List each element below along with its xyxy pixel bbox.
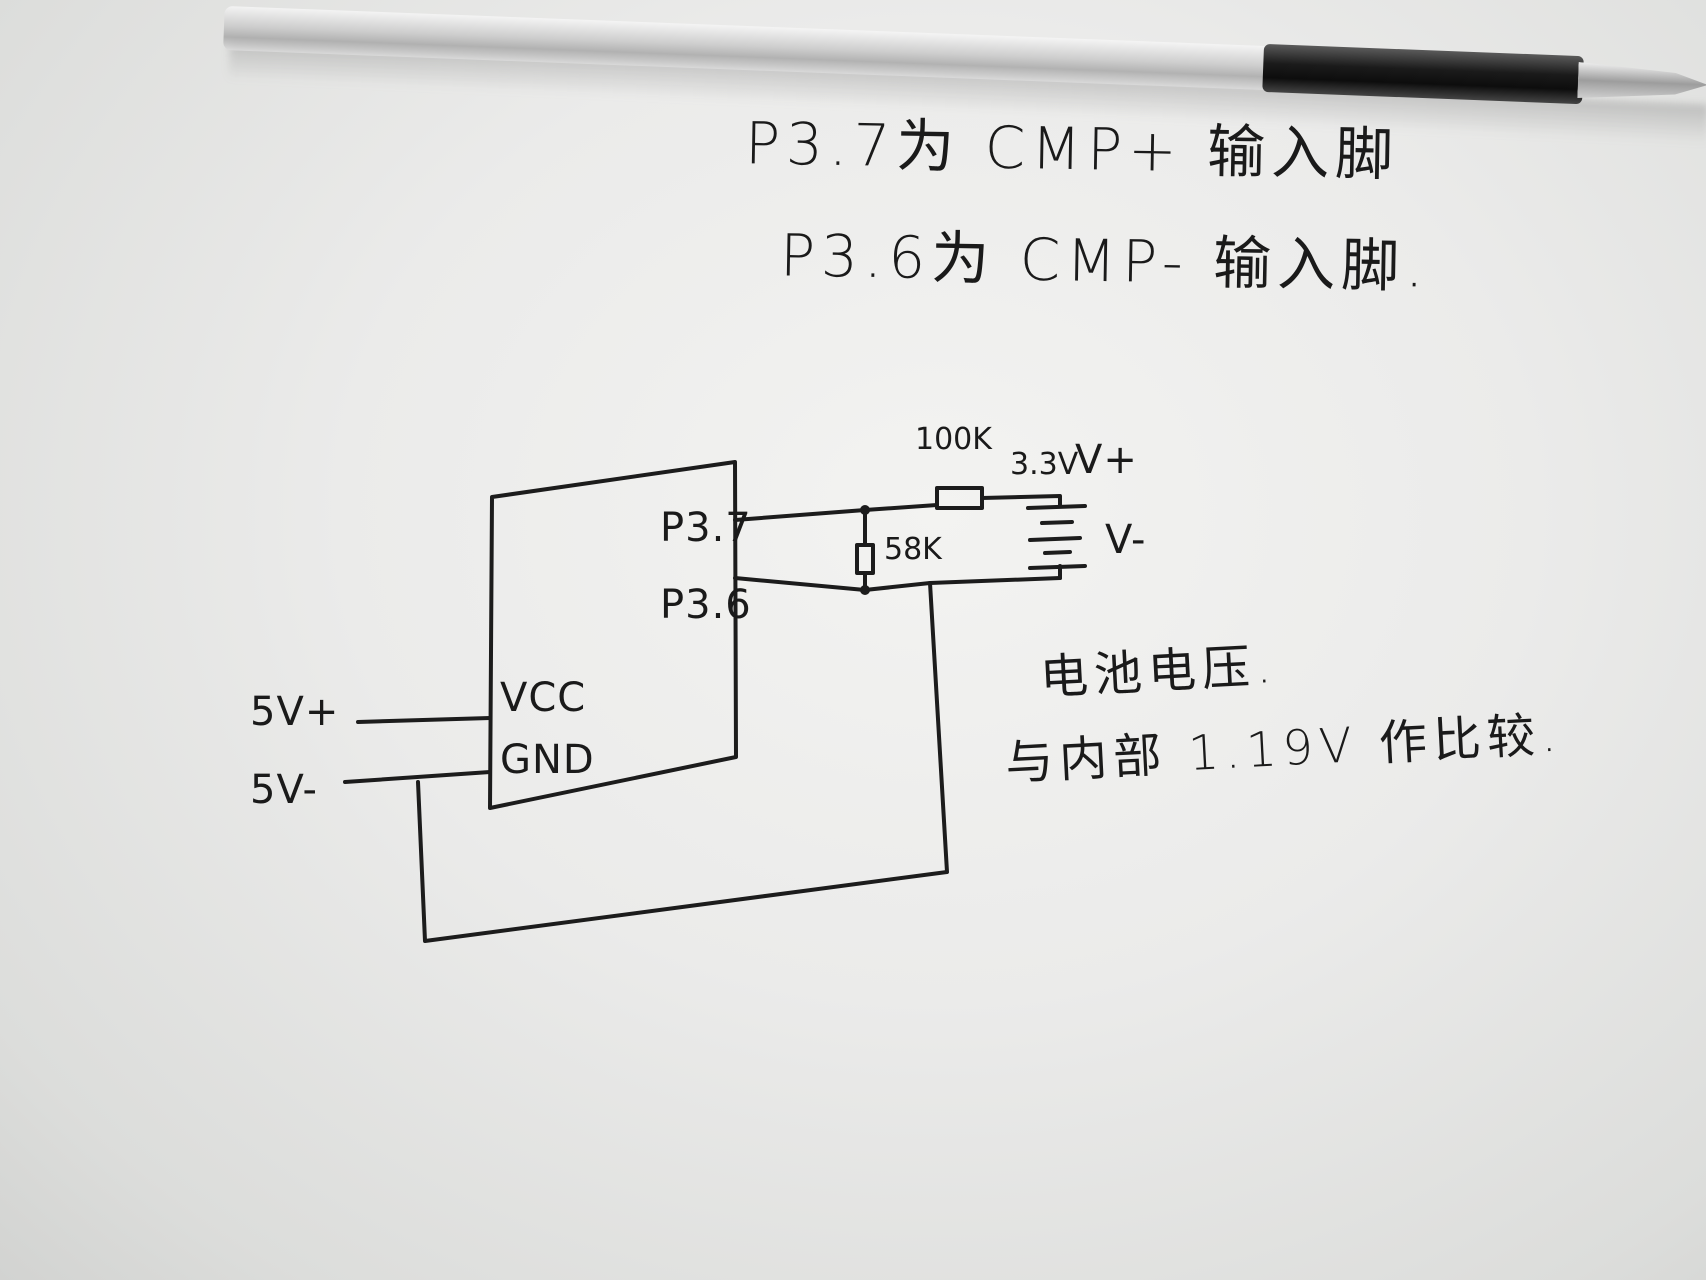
battery-plate-long-top: [1026, 504, 1087, 510]
note-cmp-plus: P3.7为 CMP+ 输入脚: [744, 109, 1400, 189]
wire-100k-to-battery: [980, 494, 1062, 508]
wire-p37: [733, 503, 939, 522]
battery-plate-long-bottom: [1028, 564, 1087, 570]
pin-label-gnd: GND: [500, 737, 595, 783]
comment-battery-voltage: 电池电压.: [1038, 637, 1279, 707]
wire-bottom-rail: [863, 576, 1062, 592]
resistor-58k-label: 58K: [884, 532, 942, 567]
resistor-100k-label: 100K: [915, 422, 992, 457]
battery-plate-short-2: [1043, 550, 1072, 555]
note-cmp-minus: P3.6为 CMP- 输入脚.: [779, 221, 1431, 301]
battery-plate-long-2: [1028, 536, 1082, 542]
supply-positive-label: 5V+: [250, 689, 340, 735]
battery-plus-label: V+: [1075, 437, 1138, 483]
wire-ground-return: [416, 581, 949, 943]
supply-negative-label: 5V-: [250, 767, 318, 813]
pin-label-vcc: VCC: [500, 675, 587, 721]
wire-p36: [733, 576, 867, 592]
pin-label-p36: P3.6: [660, 582, 752, 628]
wire-vcc: [356, 716, 492, 724]
battery-plate-short-1: [1040, 520, 1074, 525]
resistor-58k: [855, 543, 875, 575]
resistor-100k: [935, 486, 984, 510]
battery-minus-label: V-: [1105, 517, 1147, 563]
wire-gnd: [343, 770, 492, 784]
battery-voltage-label: 3.3V: [1010, 447, 1079, 482]
pin-label-p37: P3.7: [660, 505, 752, 551]
mcu-chip-outline: [488, 460, 738, 810]
